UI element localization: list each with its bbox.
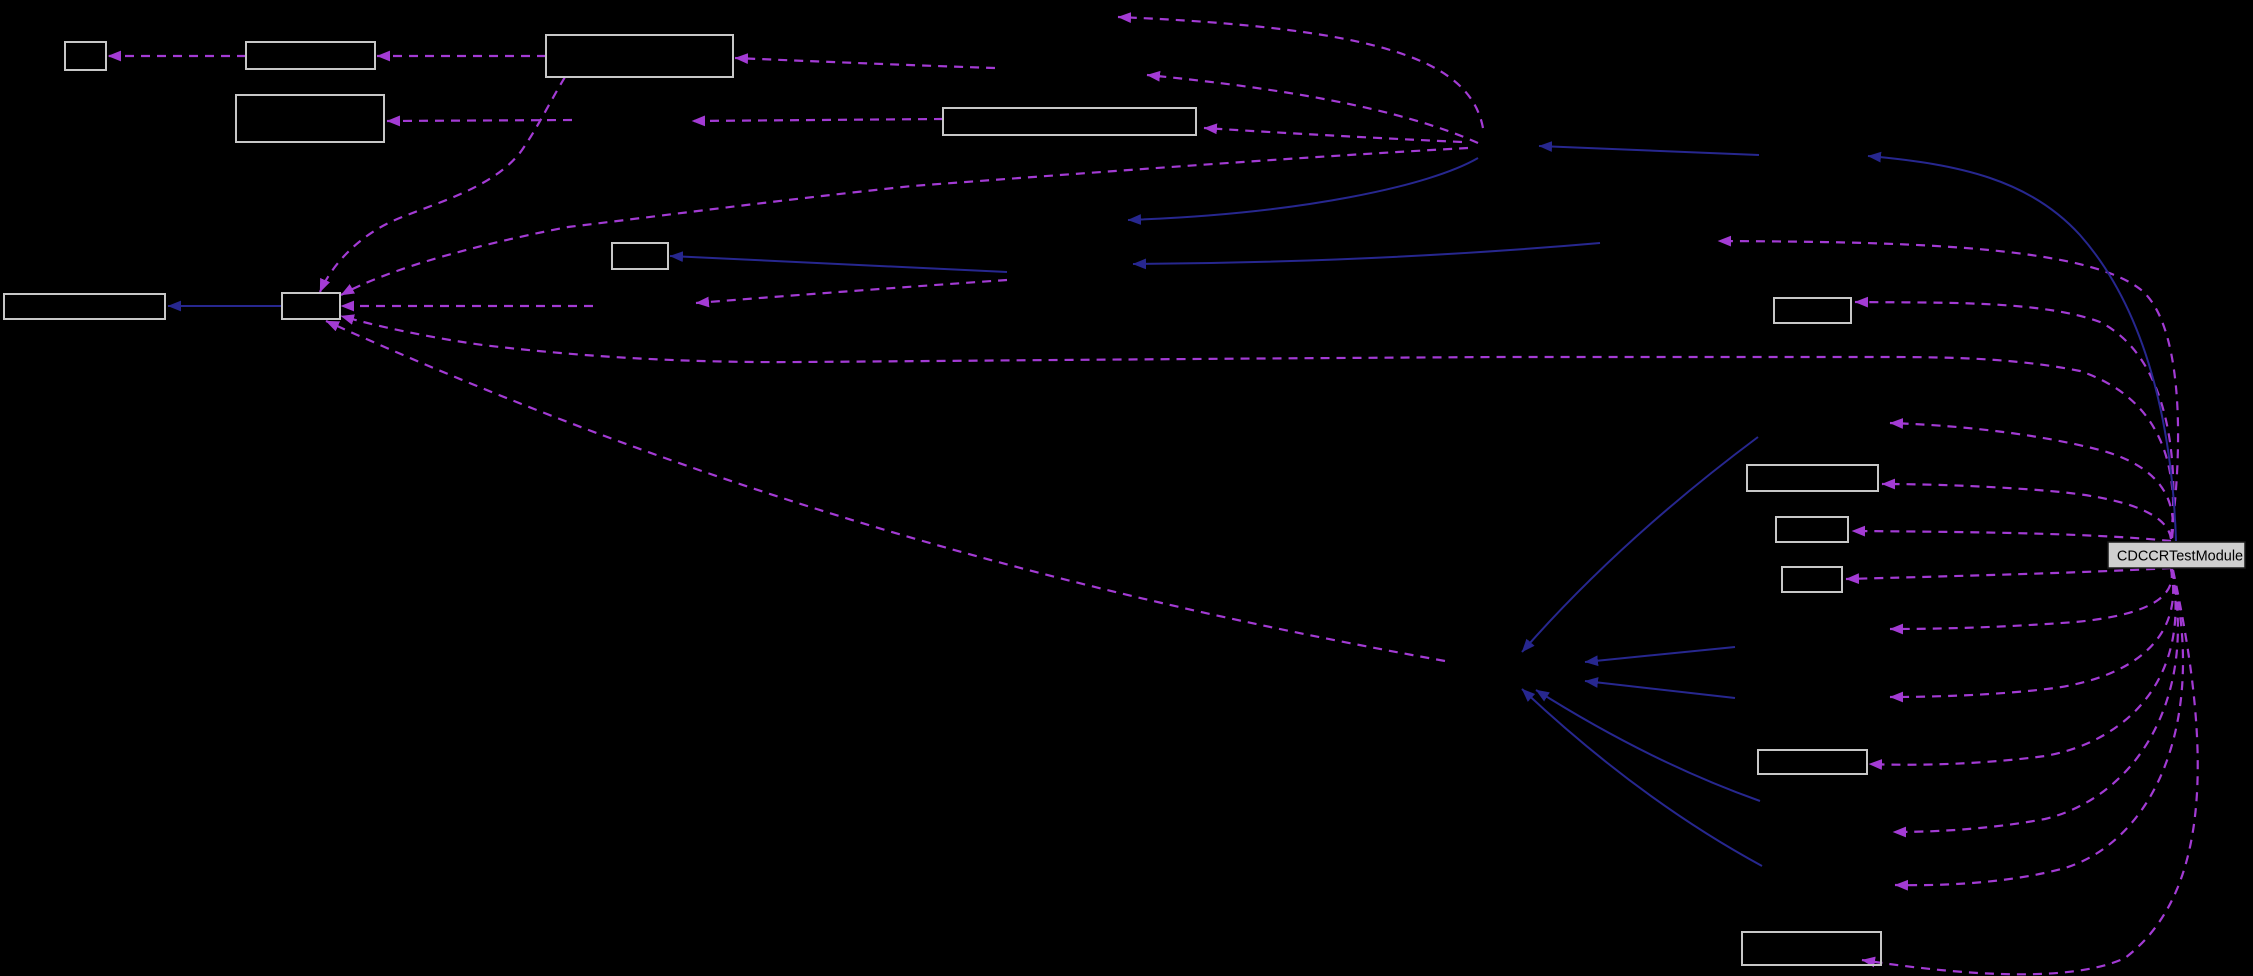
svg-text:CDCCRTestModule: CDCCRTestModule bbox=[2117, 549, 2243, 565]
